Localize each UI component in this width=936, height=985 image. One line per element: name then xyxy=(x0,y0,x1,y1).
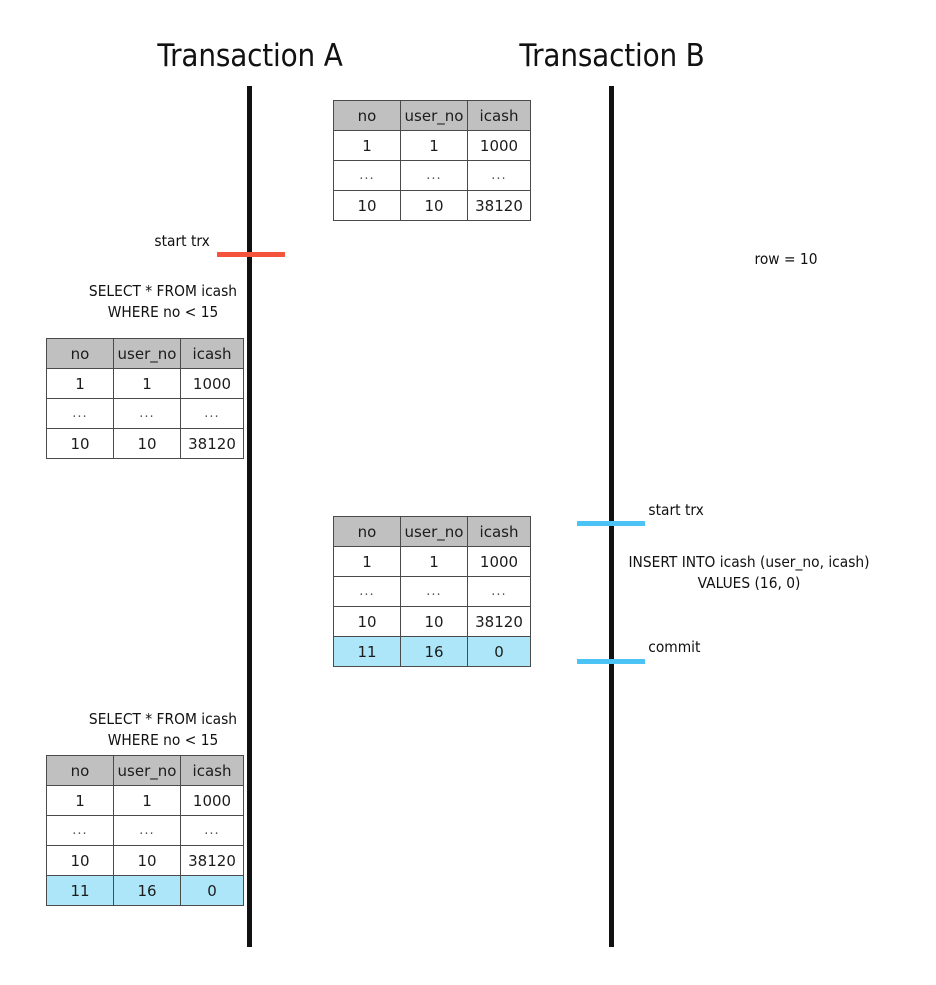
after-insert-table: no user_no icash 1 1 1000 ... ... ... 10… xyxy=(333,516,531,667)
cell-no: 1 xyxy=(46,368,114,399)
transaction-b-title: Transaction B xyxy=(519,38,705,74)
start-trx-a-marker xyxy=(217,252,285,257)
row-count-label: row = 10 xyxy=(754,250,818,268)
cell-user-no: 1 xyxy=(400,130,468,161)
transaction-a-second-select-table: no user_no icash 1 1 1000 ... ... ... 10… xyxy=(46,755,244,906)
select-query-1-label: SELECT * FROM icash WHERE no < 15 xyxy=(88,282,238,321)
cell-user-no: ... xyxy=(113,815,181,846)
table-row: ... ... ... xyxy=(333,160,531,191)
column-header-user-no: user_no xyxy=(113,338,181,369)
cell-user-no: 10 xyxy=(113,845,181,876)
column-header-user-no: user_no xyxy=(113,755,181,786)
table-row: 10 10 38120 xyxy=(46,845,244,876)
cell-user-no: 10 xyxy=(113,428,181,459)
table-row: 10 10 38120 xyxy=(46,428,244,459)
cell-no: ... xyxy=(333,160,401,191)
cell-icash: 1000 xyxy=(467,130,531,161)
cell-icash: 38120 xyxy=(180,845,244,876)
column-header-user-no: user_no xyxy=(400,100,468,131)
cell-user-no: 16 xyxy=(400,636,468,667)
cell-no: 1 xyxy=(333,546,401,577)
column-header-no: no xyxy=(333,516,401,547)
start-trx-b-label: start trx xyxy=(648,501,704,519)
table-row-inserted: 11 16 0 xyxy=(333,636,531,667)
cell-icash: ... xyxy=(180,815,244,846)
start-trx-b-marker xyxy=(577,521,645,526)
table-row: ... ... ... xyxy=(46,398,244,429)
cell-no: 1 xyxy=(333,130,401,161)
cell-no: 11 xyxy=(333,636,401,667)
cell-icash: 38120 xyxy=(467,190,531,221)
cell-icash: 1000 xyxy=(180,368,244,399)
column-header-user-no: user_no xyxy=(400,516,468,547)
cell-no: 10 xyxy=(333,606,401,637)
table-row: 1 1 1000 xyxy=(333,546,531,577)
cell-user-no: 10 xyxy=(400,190,468,221)
column-header-icash: icash xyxy=(467,100,531,131)
cell-icash: 1000 xyxy=(467,546,531,577)
column-header-no: no xyxy=(333,100,401,131)
cell-user-no: 1 xyxy=(113,368,181,399)
table-row: 1 1 1000 xyxy=(333,130,531,161)
table-row: ... ... ... xyxy=(46,815,244,846)
select-query-2-label: SELECT * FROM icash WHERE no < 15 xyxy=(88,710,238,749)
table-header-row: no user_no icash xyxy=(333,516,531,547)
transaction-a-lifeline xyxy=(247,86,252,947)
insert-query-label: INSERT INTO icash (user_no, icash) VALUE… xyxy=(628,553,870,592)
cell-no: 1 xyxy=(46,785,114,816)
cell-user-no: 16 xyxy=(113,875,181,906)
table-header-row: no user_no icash xyxy=(46,338,244,369)
cell-no: ... xyxy=(46,398,114,429)
start-trx-a-label: start trx xyxy=(154,232,210,250)
table-row: 1 1 1000 xyxy=(46,785,244,816)
transaction-a-first-select-table: no user_no icash 1 1 1000 ... ... ... 10… xyxy=(46,338,244,459)
cell-user-no: ... xyxy=(400,160,468,191)
cell-icash: 38120 xyxy=(180,428,244,459)
initial-state-table: no user_no icash 1 1 1000 ... ... ... 10… xyxy=(333,100,531,221)
table-row-phantom: 11 16 0 xyxy=(46,875,244,906)
cell-icash: ... xyxy=(467,576,531,607)
column-header-no: no xyxy=(46,338,114,369)
cell-user-no: ... xyxy=(400,576,468,607)
cell-no: ... xyxy=(333,576,401,607)
cell-icash: 0 xyxy=(467,636,531,667)
cell-user-no: 10 xyxy=(400,606,468,637)
cell-no: 11 xyxy=(46,875,114,906)
cell-icash: ... xyxy=(180,398,244,429)
cell-icash: 0 xyxy=(180,875,244,906)
table-row: 10 10 38120 xyxy=(333,190,531,221)
cell-user-no: 1 xyxy=(400,546,468,577)
commit-label: commit xyxy=(648,638,701,656)
column-header-icash: icash xyxy=(467,516,531,547)
cell-icash: ... xyxy=(467,160,531,191)
table-header-row: no user_no icash xyxy=(333,100,531,131)
table-row: 1 1 1000 xyxy=(46,368,244,399)
cell-no: 10 xyxy=(46,428,114,459)
column-header-no: no xyxy=(46,755,114,786)
cell-user-no: ... xyxy=(113,398,181,429)
table-row: ... ... ... xyxy=(333,576,531,607)
cell-icash: 38120 xyxy=(467,606,531,637)
cell-no: 10 xyxy=(333,190,401,221)
column-header-icash: icash xyxy=(180,338,244,369)
cell-user-no: 1 xyxy=(113,785,181,816)
table-header-row: no user_no icash xyxy=(46,755,244,786)
column-header-icash: icash xyxy=(180,755,244,786)
transaction-a-title: Transaction A xyxy=(157,38,343,74)
table-row: 10 10 38120 xyxy=(333,606,531,637)
commit-marker xyxy=(577,659,645,664)
cell-no: ... xyxy=(46,815,114,846)
cell-icash: 1000 xyxy=(180,785,244,816)
cell-no: 10 xyxy=(46,845,114,876)
transaction-b-lifeline xyxy=(609,86,614,947)
